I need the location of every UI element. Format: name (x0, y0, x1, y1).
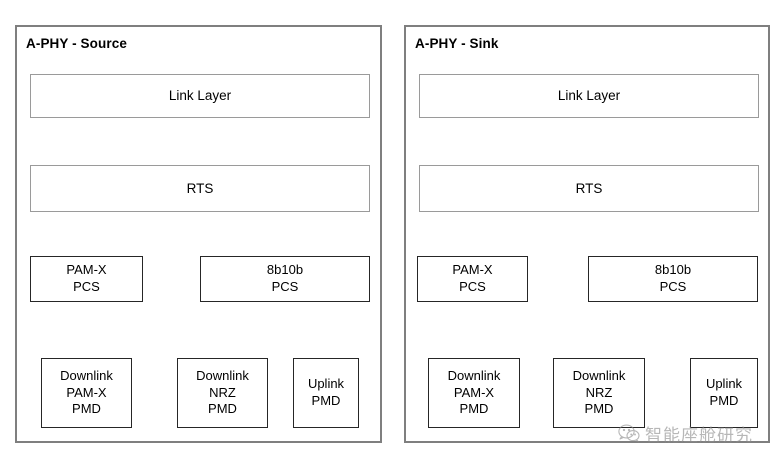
sink-8b10b-pcs-block: 8b10b PCS (588, 256, 758, 302)
source-8b10b-pcs-block: 8b10b PCS (200, 256, 370, 302)
sink-pam-x-pcs-block: PAM-X PCS (417, 256, 528, 302)
source-rts-label: RTS (186, 180, 214, 196)
sink-uplink-pmd-block: Uplink PMD (690, 358, 758, 428)
sink-uplink-pmd-line-1: Uplink (705, 376, 743, 392)
sink-downlink-pam-x-pmd-block: Downlink PAM-X PMD (428, 358, 520, 428)
sink-downlink-nrz-pmd-line-2: NRZ (585, 384, 613, 400)
source-uplink-pmd-line-1: Uplink (307, 376, 345, 392)
sink-downlink-pam-x-pmd-line-3: PMD (459, 401, 489, 417)
source-downlink-nrz-pmd-line-1: Downlink (196, 368, 249, 384)
sink-uplink-pmd-line-2: PMD (709, 393, 739, 408)
source-downlink-nrz-pmd-line-3: PMD (208, 401, 237, 417)
source-pam-x-pcs-block: PAM-X PCS (30, 256, 143, 302)
source-pam-x-pcs-line-2: PCS (73, 279, 100, 294)
panel-source-title: A-PHY - Source (26, 36, 127, 51)
watermark-text: 智能座舱研究 (645, 426, 753, 446)
source-link-layer-block: Link Layer (30, 74, 370, 118)
source-uplink-pmd-block: Uplink PMD (293, 358, 359, 428)
source-downlink-pam-x-pmd-line-2: PAM-X (66, 384, 107, 400)
sink-downlink-pam-x-pmd-line-2: PAM-X (453, 384, 495, 400)
sink-8b10b-pcs-line-1: 8b10b (654, 262, 692, 278)
source-downlink-nrz-pmd-block: Downlink NRZ PMD (177, 358, 268, 428)
source-downlink-pam-x-pmd-line-1: Downlink (60, 368, 113, 384)
sink-downlink-nrz-pmd-block: Downlink NRZ PMD (553, 358, 645, 428)
sink-downlink-nrz-pmd-line-3: PMD (584, 401, 614, 417)
sink-rts-label: RTS (575, 180, 603, 196)
sink-downlink-nrz-pmd-line-1: Downlink (572, 368, 626, 384)
sink-link-layer-label: Link Layer (557, 88, 621, 104)
source-rts-block: RTS (30, 165, 370, 212)
sink-pam-x-pcs-line-1: PAM-X (452, 262, 493, 278)
source-8b10b-pcs-line-1: 8b10b (266, 262, 304, 278)
source-pam-x-pcs-line-1: PAM-X (66, 262, 107, 278)
panel-sink-title: A-PHY - Sink (415, 36, 499, 51)
source-downlink-nrz-pmd-line-2: NRZ (209, 384, 236, 400)
sink-downlink-pam-x-pmd-line-1: Downlink (447, 368, 501, 384)
source-downlink-pam-x-pmd-block: Downlink PAM-X PMD (41, 358, 132, 428)
source-downlink-pam-x-pmd-line-3: PMD (72, 401, 101, 417)
sink-8b10b-pcs-line-2: PCS (659, 279, 687, 294)
sink-pam-x-pcs-line-2: PCS (459, 279, 486, 294)
watermark: 智能座舱研究 (618, 421, 753, 446)
wechat-icon (618, 424, 640, 443)
sink-rts-block: RTS (419, 165, 759, 212)
sink-link-layer-block: Link Layer (419, 74, 759, 118)
source-uplink-pmd-line-2: PMD (311, 393, 341, 408)
source-link-layer-label: Link Layer (168, 88, 232, 104)
source-8b10b-pcs-line-2: PCS (271, 279, 299, 294)
